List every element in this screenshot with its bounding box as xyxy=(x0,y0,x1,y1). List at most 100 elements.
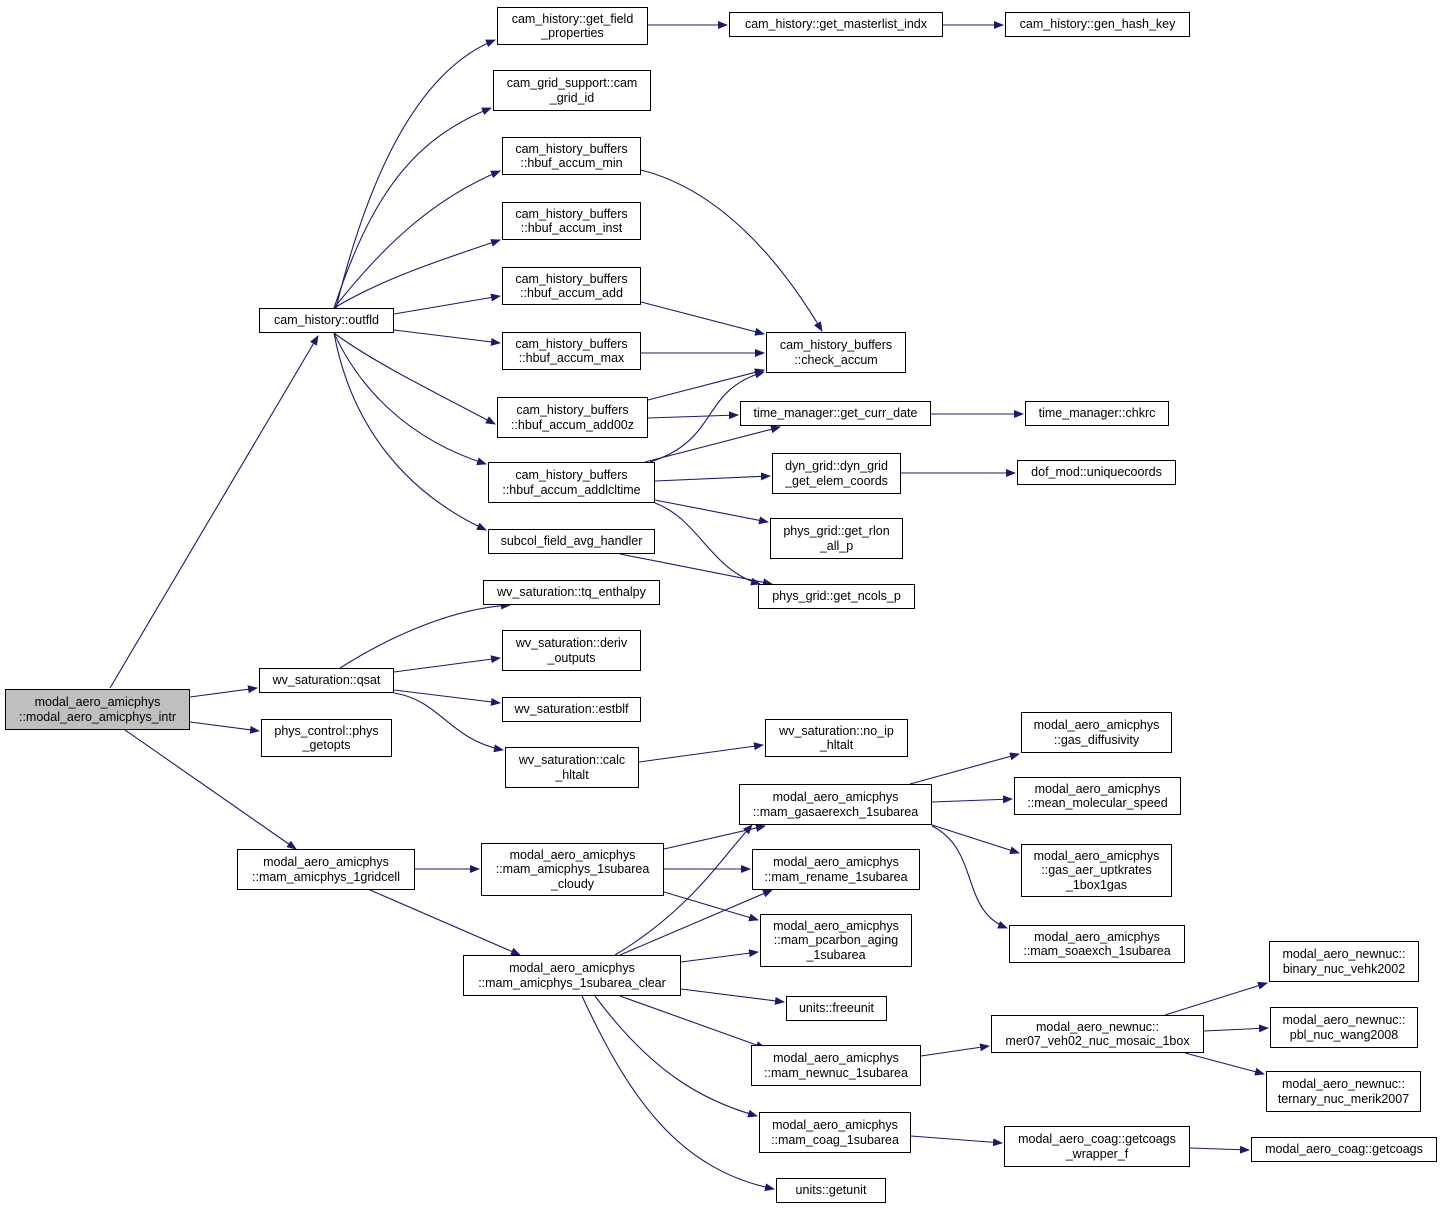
edge-mam_amicphys_1gridcell-to-mam_amicphys_1subarea_clear xyxy=(369,889,521,956)
node-label-line: ternary_nuc_merik2007 xyxy=(1277,1091,1410,1106)
node-mam-rename-1subarea[interactable]: modal_aero_amicphys::mam_rename_1subarea xyxy=(752,849,920,890)
node-label-line: ::hbuf_accum_add00z xyxy=(510,417,634,432)
node-gas-aer-uptkrates-1box1gas[interactable]: modal_aero_amicphys::gas_aer_uptkrates_1… xyxy=(1021,844,1172,897)
edge-mam_amicphys_1subarea_cloudy-to-mam_gasaerexch_1subarea xyxy=(663,824,766,850)
node-get-rlon-all-p[interactable]: phys_grid::get_rlon_all_p xyxy=(770,518,903,559)
edge-mam_gasaerexch_1subarea-to-gas_aer_uptkrates_1box1gas xyxy=(931,824,1020,855)
node-label-line: _hltalt xyxy=(819,738,854,752)
node-calc-hltalt[interactable]: wv_saturation::calc_hltalt xyxy=(505,747,639,788)
node-label-line: time_manager::get_curr_date xyxy=(753,406,918,421)
node-gas-diffusivity[interactable]: modal_aero_amicphys::gas_diffusivity xyxy=(1021,712,1172,753)
node-label-line: ::mam_soaexch_1subarea xyxy=(1023,944,1171,958)
node-label-line: cam_grid_support::cam xyxy=(506,76,638,90)
edge-mam_gasaerexch_1subarea-to-gas_diffusivity xyxy=(909,752,1020,785)
edge-mam_gasaerexch_1subarea-to-mam_soaexch_1subarea xyxy=(931,825,1008,929)
node-estblf[interactable]: wv_saturation::estblf xyxy=(502,697,641,722)
node-mam-amicphys-1subarea-clear[interactable]: modal_aero_amicphys::mam_amicphys_1subar… xyxy=(463,955,681,996)
node-freeunit[interactable]: units::freeunit xyxy=(786,996,887,1021)
edge-outfld-to-hbuf_accum_inst xyxy=(333,239,501,309)
node-mam-gasaerexch-1subarea[interactable]: modal_aero_amicphys::mam_gasaerexch_1sub… xyxy=(739,784,932,825)
node-label-line: wv_saturation::calc xyxy=(518,753,626,767)
node-ternary-nuc-merik2007[interactable]: modal_aero_newnuc::ternary_nuc_merik2007 xyxy=(1266,1071,1421,1112)
node-mer07-veh02-nuc-mosaic-1box[interactable]: modal_aero_newnuc::mer07_veh02_nuc_mosai… xyxy=(991,1015,1204,1053)
node-phys-getopts[interactable]: phys_control::phys_getopts xyxy=(261,719,392,757)
node-qsat[interactable]: wv_saturation::qsat xyxy=(259,668,394,693)
node-label-line: ::hbuf_accum_min xyxy=(520,156,623,170)
node-deriv-outputs[interactable]: wv_saturation::deriv_outputs xyxy=(502,630,641,671)
node-get-masterlist-indx[interactable]: cam_history::get_masterlist_indx xyxy=(729,12,943,37)
edge-outfld-to-subcol_field_avg_handler xyxy=(333,332,487,531)
node-pbl-nuc-wang2008[interactable]: modal_aero_newnuc::pbl_nuc_wang2008 xyxy=(1270,1007,1418,1048)
node-mam-pcarbon-aging-1subarea[interactable]: modal_aero_amicphys::mam_pcarbon_aging_1… xyxy=(760,914,912,967)
node-mean-molecular-speed[interactable]: modal_aero_amicphys::mean_molecular_spee… xyxy=(1014,777,1181,815)
edge-outfld-to-hbuf_accum_add00z xyxy=(333,332,496,425)
edge-qsat-to-deriv_outputs xyxy=(393,655,501,673)
node-cam-grid-id[interactable]: cam_grid_support::cam_grid_id xyxy=(493,70,651,111)
node-label-line: cam_history_buffers xyxy=(515,271,628,286)
edge-outfld-to-cam_grid_id xyxy=(333,107,492,309)
edge-outfld-to-hbuf_accum_max xyxy=(393,329,501,346)
node-label-line: units::getunit xyxy=(795,1183,867,1198)
node-get-ncols-p[interactable]: phys_grid::get_ncols_p xyxy=(758,584,915,609)
node-get-curr-date[interactable]: time_manager::get_curr_date xyxy=(740,401,931,426)
node-label-line: wv_saturation::qsat xyxy=(272,673,381,688)
edge-root-to-phys_getopts xyxy=(189,721,260,734)
node-label-line: _1subarea xyxy=(806,947,866,962)
node-label-line: phys_control::phys xyxy=(274,723,379,738)
node-gen-hash-key[interactable]: cam_history::gen_hash_key xyxy=(1005,12,1190,37)
node-label-line: wv_saturation::estblf xyxy=(514,702,629,717)
edge-mam_newnuc_1subarea-to-mer07_veh02_nuc_mosaic_1box xyxy=(920,1043,990,1057)
node-getcoags-wrapper-f[interactable]: modal_aero_coag::getcoags_wrapper_f xyxy=(1004,1126,1190,1167)
node-label-line: cam_history_buffers xyxy=(515,141,628,156)
node-label-line: _wrapper_f xyxy=(1065,1146,1129,1161)
edge-mam_amicphys_1subarea_clear-to-freeunit xyxy=(680,988,785,1005)
node-check-accum[interactable]: cam_history_buffers::check_accum xyxy=(766,332,906,373)
node-label-line: modal_aero_amicphys xyxy=(773,855,899,869)
node-outfld[interactable]: cam_history::outfld xyxy=(259,308,394,333)
node-label-line: modal_aero_newnuc:: xyxy=(1282,1077,1405,1091)
node-label-line: _properties xyxy=(541,26,604,40)
node-mam-soaexch-1subarea[interactable]: modal_aero_amicphys::mam_soaexch_1subare… xyxy=(1009,925,1185,963)
node-dyn-grid-get-elem-coords[interactable]: dyn_grid::dyn_grid_get_elem_coords xyxy=(772,453,901,494)
node-mam-newnuc-1subarea[interactable]: modal_aero_amicphys::mam_newnuc_1subarea xyxy=(751,1045,921,1086)
node-subcol-field-avg-handler[interactable]: subcol_field_avg_handler xyxy=(488,529,655,554)
node-no-ip-hltalt[interactable]: wv_saturation::no_ip_hltalt xyxy=(765,719,908,757)
node-hbuf-accum-add[interactable]: cam_history_buffers::hbuf_accum_add xyxy=(502,267,641,305)
node-label-line: modal_aero_amicphys xyxy=(34,695,161,709)
node-label-line: ::check_accum xyxy=(794,352,878,367)
node-label-line: binary_nuc_vehk2002 xyxy=(1282,961,1406,976)
node-label-line: dyn_grid::dyn_grid xyxy=(785,459,888,473)
node-chkrc[interactable]: time_manager::chkrc xyxy=(1025,401,1169,426)
node-mam-amicphys-1gridcell[interactable]: modal_aero_amicphys::mam_amicphys_1gridc… xyxy=(237,849,415,890)
edge-hbuf_accum_add00z-to-check_accum xyxy=(647,368,765,401)
node-hbuf-accum-inst[interactable]: cam_history_buffers::hbuf_accum_inst xyxy=(502,202,641,240)
node-hbuf-accum-max[interactable]: cam_history_buffers::hbuf_accum_max xyxy=(502,332,641,370)
node-label-line: ::gas_aer_uptkrates xyxy=(1041,863,1152,878)
edge-hbuf_accum_add-to-check_accum xyxy=(640,301,765,336)
node-label-line: cam_history::get_field xyxy=(511,11,634,26)
node-getcoags[interactable]: modal_aero_coag::getcoags xyxy=(1251,1137,1437,1162)
node-label-line: _get_elem_coords xyxy=(785,473,888,488)
node-label-line: dof_mod::uniquecoords xyxy=(1031,465,1162,480)
node-hbuf-accum-add00z[interactable]: cam_history_buffers::hbuf_accum_add00z xyxy=(497,397,648,438)
edge-subcol_field_avg_handler-to-get_ncols_p xyxy=(619,553,773,587)
node-label-line: _hltalt xyxy=(555,767,589,782)
node-get-field-properties[interactable]: cam_history::get_field_properties xyxy=(497,7,648,45)
node-hbuf-accum-addlcltime[interactable]: cam_history_buffers::hbuf_accum_addlclti… xyxy=(488,462,655,503)
node-uniquecoords[interactable]: dof_mod::uniquecoords xyxy=(1017,460,1176,485)
node-label-line: ::mam_amicphys_1subarea xyxy=(495,862,650,877)
node-root[interactable]: modal_aero_amicphys::modal_aero_amicphys… xyxy=(5,689,190,730)
edge-hbuf_accum_addlcltime-to-get_rlon_all_p xyxy=(654,499,769,525)
edge-outfld-to-hbuf_accum_addlcltime xyxy=(333,332,487,466)
node-label-line: modal_aero_amicphys xyxy=(509,847,636,862)
node-label-line: phys_grid::get_rlon xyxy=(783,524,890,538)
node-label-line: _1box1gas xyxy=(1065,877,1128,892)
node-tq-enthalpy[interactable]: wv_saturation::tq_enthalpy xyxy=(483,580,660,605)
node-label-line: ::gas_diffusivity xyxy=(1053,732,1140,747)
node-getunit[interactable]: units::getunit xyxy=(776,1178,886,1203)
node-mam-coag-1subarea[interactable]: modal_aero_amicphys::mam_coag_1subarea xyxy=(759,1112,911,1153)
node-mam-amicphys-1subarea-cloudy[interactable]: modal_aero_amicphys::mam_amicphys_1subar… xyxy=(481,843,664,896)
node-binary-nuc-vehk2002[interactable]: modal_aero_newnuc::binary_nuc_vehk2002 xyxy=(1269,941,1419,982)
node-label-line: _all_p xyxy=(819,538,854,553)
node-hbuf-accum-min[interactable]: cam_history_buffers::hbuf_accum_min xyxy=(502,137,641,175)
